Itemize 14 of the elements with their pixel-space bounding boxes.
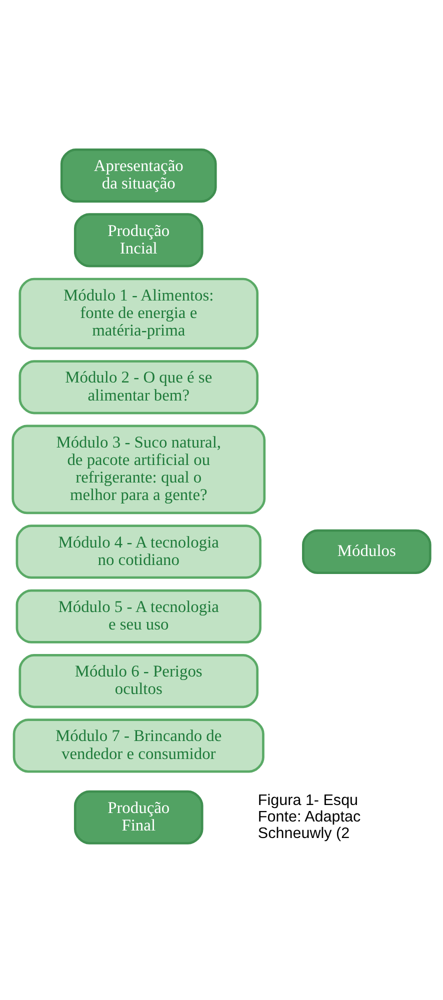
node-box: Produção Final xyxy=(74,790,204,844)
node-box: Módulos xyxy=(302,529,432,574)
node-box: Módulo 5 - A tecnologia e seu uso xyxy=(16,589,262,644)
label: Figura 1- Esqu xyxy=(258,792,358,809)
node-box: Módulo 1 - Alimentos: fonte de energia e matéria-prima xyxy=(18,278,259,350)
node-box: Apresentação da situação xyxy=(60,148,217,203)
label: Fonte: Adaptac xyxy=(258,808,361,826)
node-box: Módulo 4 - A tecnologia no cotidiano xyxy=(16,524,262,579)
label: Schneuwly (2 xyxy=(258,824,350,842)
node-box: Módulo 2 - O que é se alimentar bem? xyxy=(18,360,259,414)
node-box: Módulo 6 - Perigos ocultos xyxy=(18,654,259,708)
node-box: Produção Incial xyxy=(74,213,204,268)
node-box: Módulo 7 - Brincando de vendedor e consumidor xyxy=(12,718,264,773)
node-box: Módulo 3 - Suco natural, de pacote artificial ou refrigerante: qual o melhor para a gente? xyxy=(12,424,266,514)
